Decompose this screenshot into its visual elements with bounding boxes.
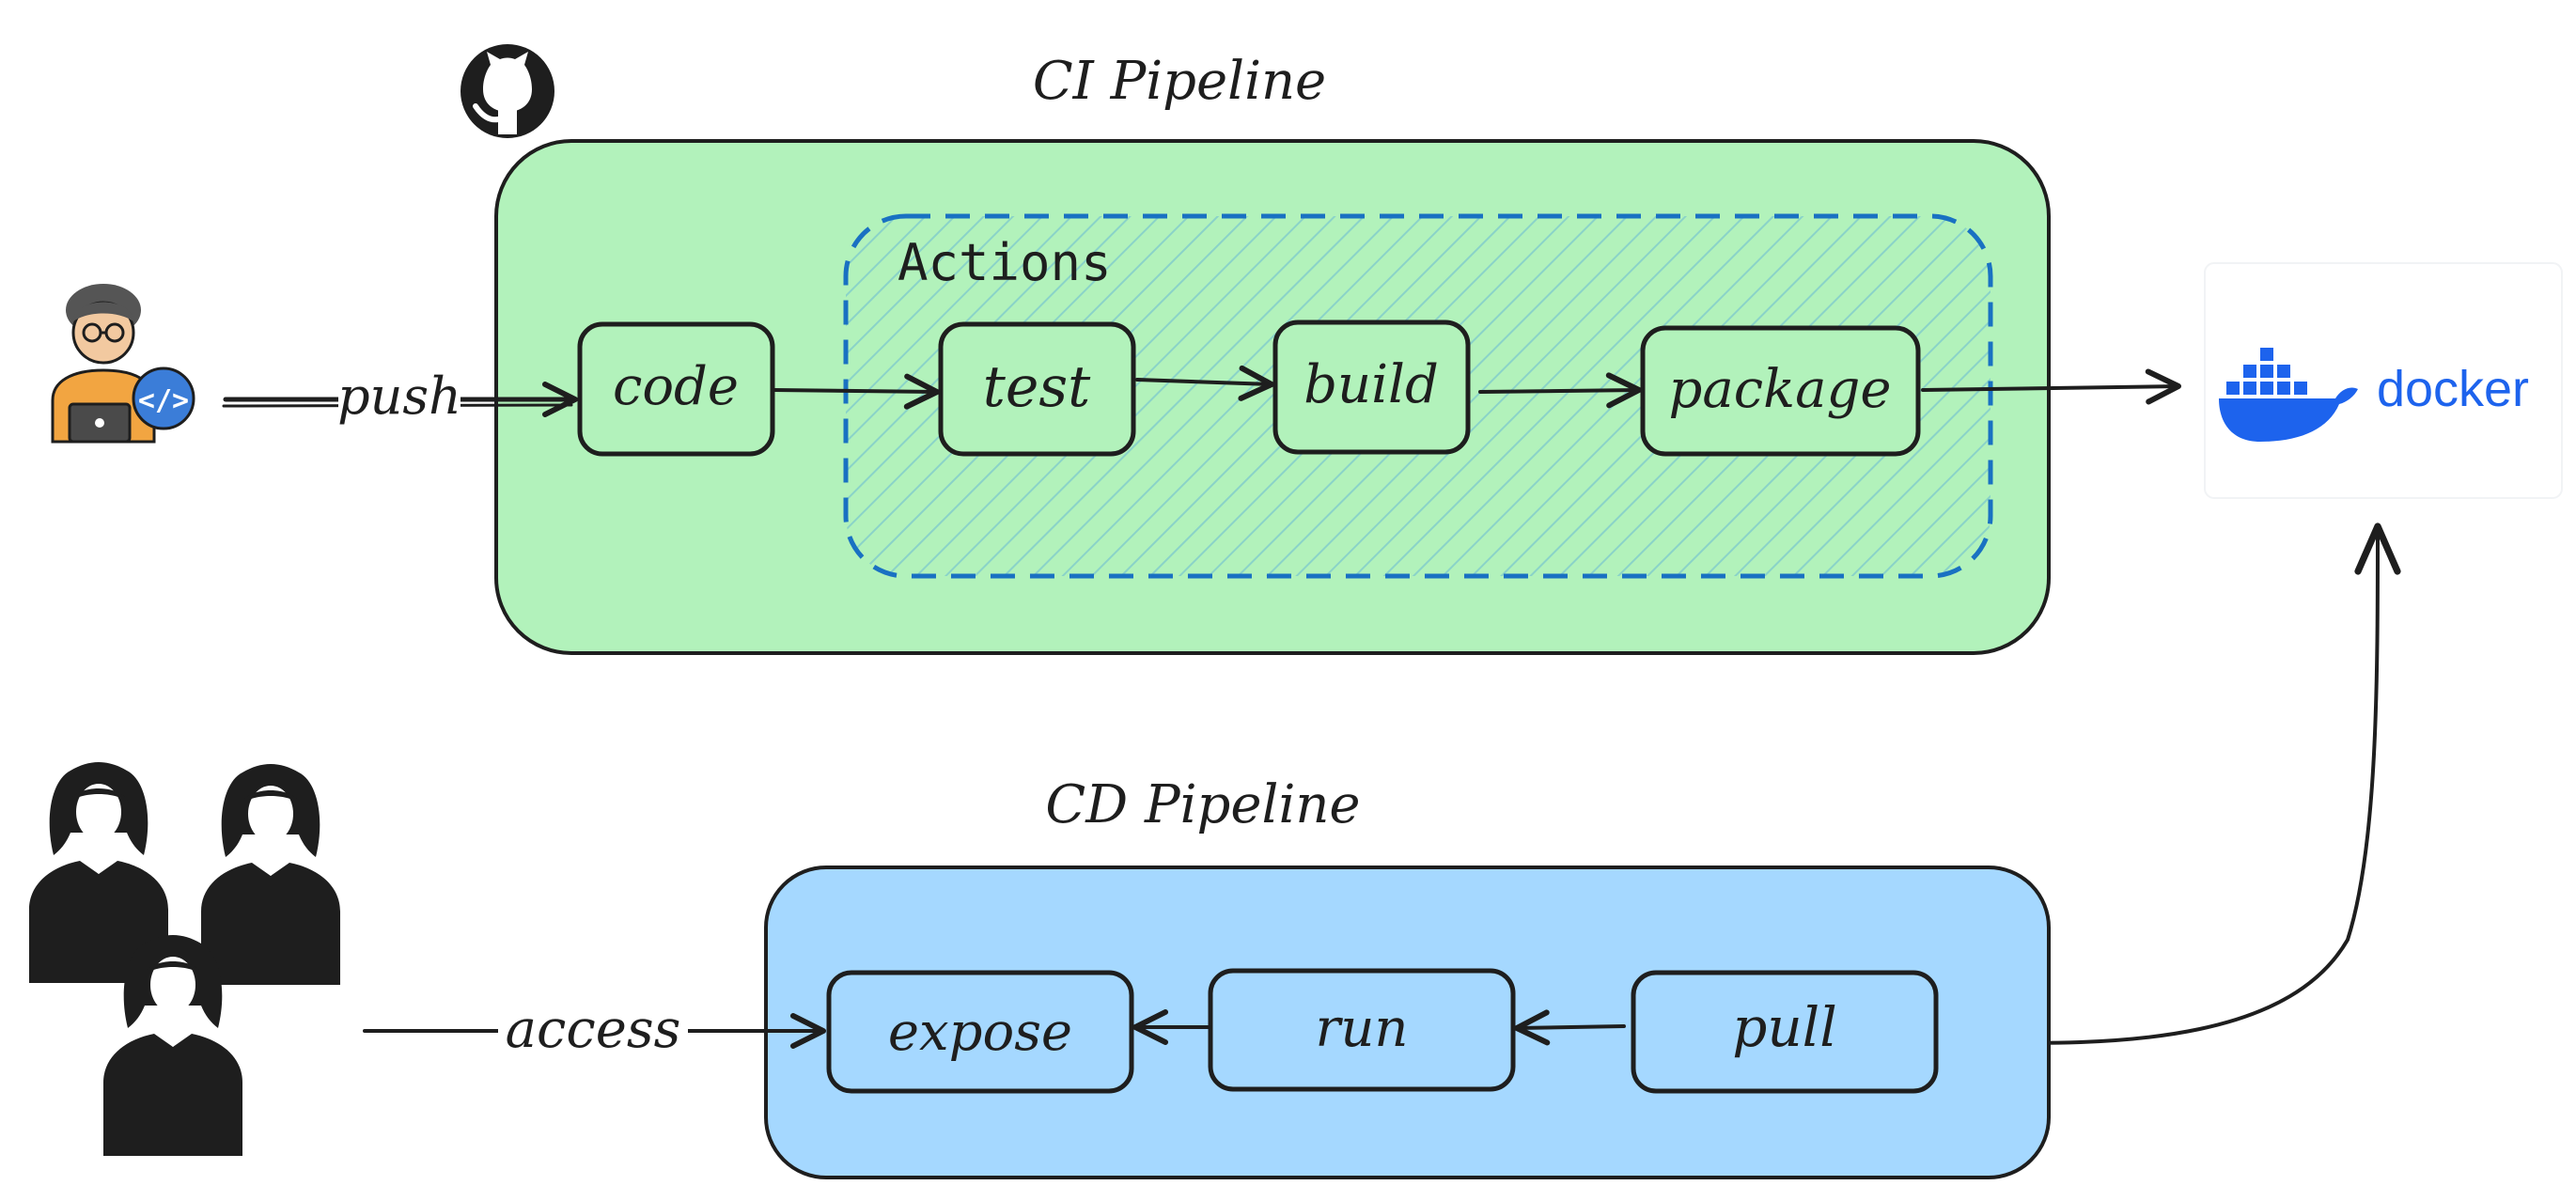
ci-pipeline-title: CI Pipeline bbox=[1033, 51, 1326, 112]
step-build-label: build bbox=[1304, 354, 1439, 415]
arrow-package-to-docker bbox=[1921, 368, 2181, 405]
docker-registry: docker bbox=[2204, 262, 2563, 499]
push-label-bg bbox=[338, 365, 461, 434]
step-run-label: run bbox=[1316, 998, 1409, 1059]
step-expose: expose bbox=[826, 970, 1134, 1094]
step-package-label: package bbox=[1669, 359, 1892, 420]
actions-label: Actions bbox=[898, 233, 1112, 292]
cd-pipeline-title: CD Pipeline bbox=[1045, 774, 1360, 835]
step-code-label: code bbox=[613, 356, 739, 417]
step-pull: pull bbox=[1631, 970, 1939, 1094]
svg-text:</>: </> bbox=[138, 384, 189, 417]
arrow-build-to-package bbox=[1478, 372, 1642, 409]
arrow-test-to-build bbox=[1135, 365, 1274, 401]
arrow-pull-to-run bbox=[1514, 1009, 1626, 1046]
arrow-pull-to-docker bbox=[1936, 523, 2401, 1045]
docker-wordmark: docker bbox=[2377, 361, 2529, 417]
access-label-bg bbox=[498, 998, 688, 1066]
step-expose-label: expose bbox=[888, 1002, 1072, 1063]
edge-push-label: push bbox=[337, 367, 461, 426]
step-code: code bbox=[577, 321, 775, 457]
step-run: run bbox=[1208, 968, 1516, 1092]
github-icon bbox=[461, 44, 554, 138]
arrow-code-to-test bbox=[773, 373, 940, 410]
docker-icon bbox=[2219, 348, 2358, 442]
step-test-label: test bbox=[983, 354, 1091, 420]
step-build: build bbox=[1272, 320, 1471, 455]
developer-icon: </> bbox=[51, 284, 195, 444]
edge-access-label: access bbox=[506, 999, 681, 1060]
step-test: test bbox=[938, 321, 1136, 457]
users-icon bbox=[29, 762, 340, 1156]
step-pull-label: pull bbox=[1732, 995, 1837, 1059]
step-package: package bbox=[1640, 325, 1921, 457]
